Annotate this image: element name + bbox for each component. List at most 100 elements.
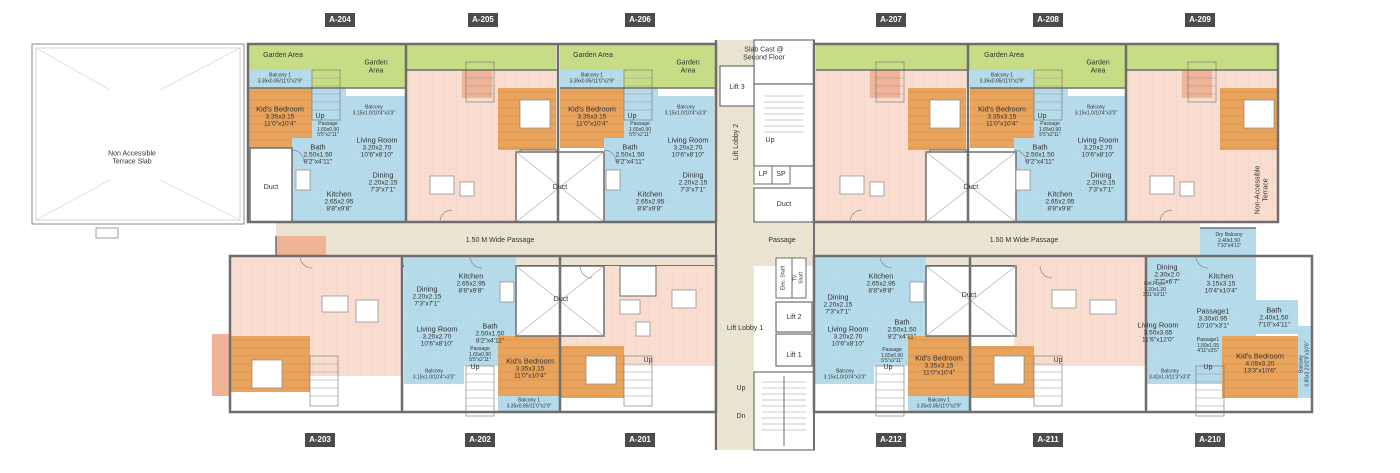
a202-up: Up	[470, 364, 480, 372]
a210-up: Up	[1203, 364, 1213, 372]
garden-a208-block: Garden Area	[1086, 59, 1110, 74]
a212-up: Up	[883, 364, 893, 372]
garden-a208: Garden Area	[984, 52, 1024, 60]
core-duct-label: Duct	[776, 201, 792, 209]
unit-tag-a-210: A-210	[1195, 433, 1225, 447]
terrace-label: Non Accessible Terrace Slab	[108, 150, 156, 165]
lift-2-label: Lift 2	[786, 314, 802, 322]
gardens	[248, 44, 1278, 88]
lp-label: LP	[758, 171, 768, 179]
unit-tag-a-204: A-204	[325, 13, 355, 27]
unit-tag-a-212: A-212	[876, 433, 906, 447]
unit-tag-a-205: A-205	[468, 13, 498, 27]
terrace-slab	[31, 43, 245, 239]
lift-lobby-2-label: Lift Lobby 2	[733, 123, 741, 161]
duct-top-1: Duct	[552, 184, 568, 192]
ducts	[249, 39, 1017, 451]
elec-shaft-label: Elec. Shaft	[780, 265, 787, 291]
a208-up: Up	[1037, 113, 1047, 121]
garden-a206: Garden Area	[573, 52, 613, 60]
furniture	[251, 99, 1275, 389]
unit-tag-a-209: A-209	[1185, 13, 1215, 27]
garden-a204: Garden Area	[263, 52, 303, 60]
unit-tag-a-211: A-211	[1033, 433, 1063, 447]
sp-label: SP	[776, 171, 786, 179]
garden-a206-block: Garden Area	[676, 59, 700, 74]
lift-3-label: Lift 3	[729, 84, 745, 92]
core-up-label: Up	[765, 137, 775, 145]
duct-top-2: Duct	[963, 184, 979, 192]
unit-tag-a-206: A-206	[625, 13, 655, 27]
passage-label: Passage	[768, 237, 796, 245]
lift-lobby-1-label: Lift Lobby 1	[726, 325, 764, 333]
duct-bottom-1: Duct	[553, 296, 569, 304]
tv-shaft-label: TV Shaft	[792, 272, 805, 284]
garden-a204-block: Garden Area	[364, 59, 388, 74]
core-stair-dn-label: Dn	[736, 413, 746, 421]
unit-tag-a-203: A-203	[305, 433, 335, 447]
duct-bottom-2: Duct	[961, 292, 977, 300]
lift-1-label: Lift 1	[786, 352, 802, 360]
unit-tag-a-207: A-207	[876, 13, 906, 27]
a204-up: Up	[315, 113, 325, 121]
doors	[291, 149, 1209, 279]
terrace-right-label: Non-Accessible Terrace	[1254, 165, 1269, 215]
core-stair-up-label: Up	[736, 385, 746, 393]
unit-tag-a-208: A-208	[1033, 13, 1063, 27]
unit-tag-a-202: A-202	[465, 433, 495, 447]
a201-up: Up	[643, 357, 653, 365]
duct-a204: Duct	[263, 184, 279, 192]
unit-tag-a-201: A-201	[625, 433, 655, 447]
slab-cast-label: Slab Cast @ Second Floor	[743, 46, 785, 61]
a206-up: Up	[627, 113, 637, 121]
